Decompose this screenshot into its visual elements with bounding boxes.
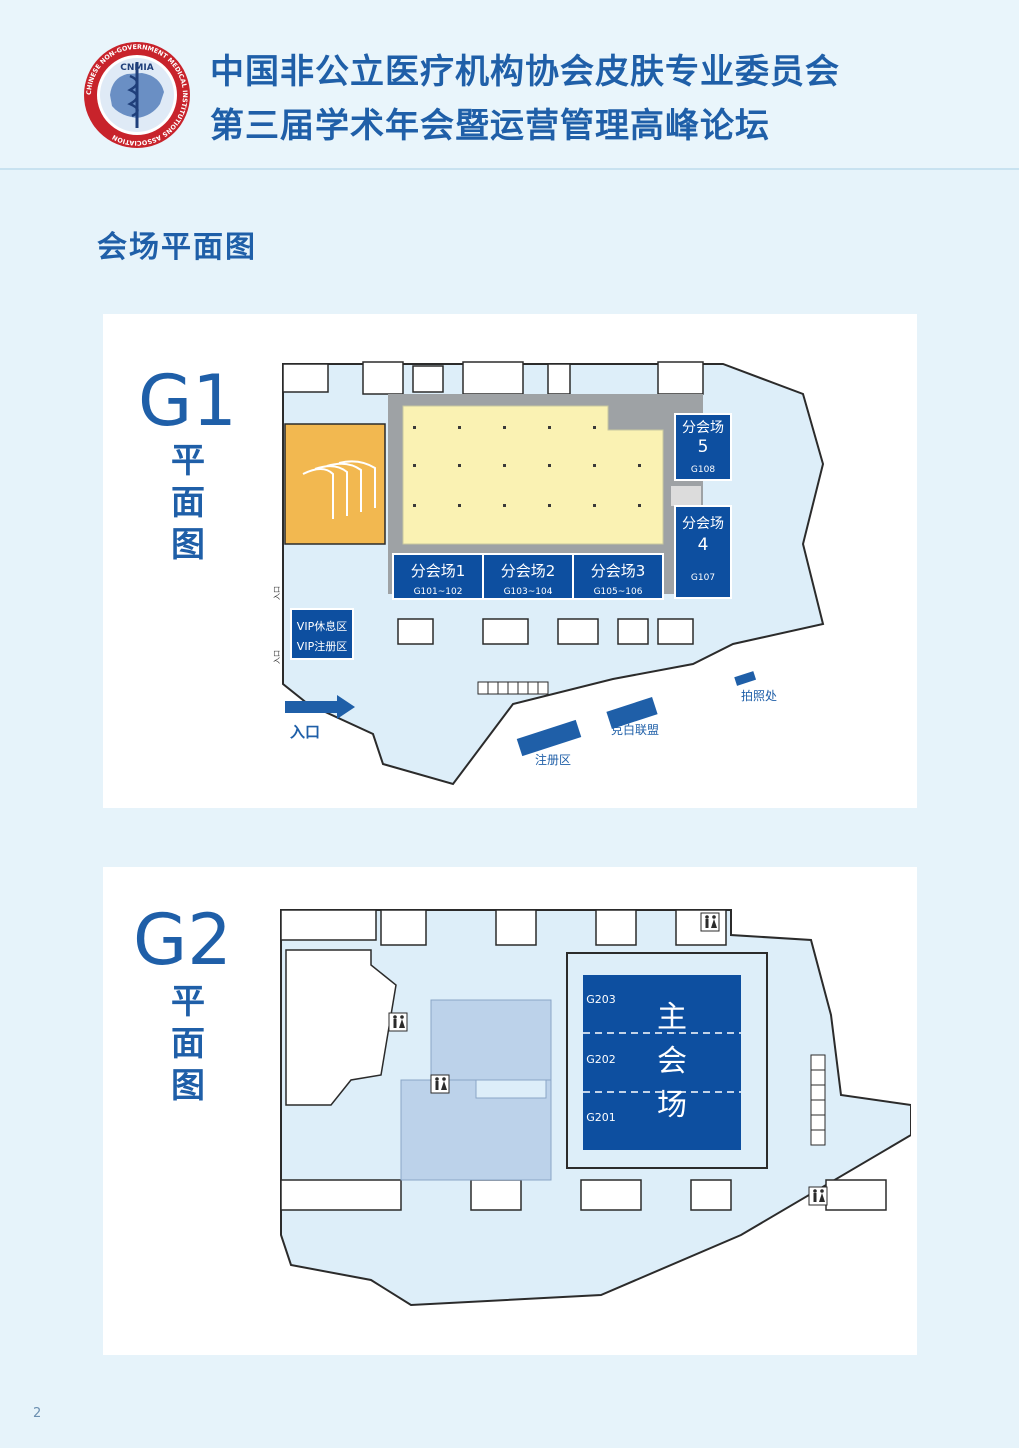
g1-room-2-code: G103~104 (504, 587, 553, 597)
g1-booth-registration (516, 719, 582, 757)
g1-service-cores (282, 361, 704, 645)
g2-escalator (810, 1054, 826, 1146)
g1-room-1: 分会场1 G101~102 (392, 553, 484, 600)
g1-booth-kebai-label: 克白联盟 (611, 722, 659, 737)
g2-main-hall (583, 975, 741, 1150)
page-number: 2 (33, 1406, 42, 1421)
g1-side-entrance-label: 入口 (273, 650, 281, 664)
g2-main-hall-frame (566, 952, 768, 1169)
g1-room-1-name: 分会场1 (411, 562, 466, 580)
header-banner: CNMIA CHINESE NON-GOVERNMENT MEDICAL INS… (0, 0, 1019, 170)
g1-pillars (413, 426, 641, 507)
g1-escalator (477, 681, 549, 695)
g2-floor-sub-char: 图 (171, 1066, 205, 1106)
g1-room-4-name: 分会场 (682, 516, 724, 532)
g2-floor-panel: G2 平 面 图 G203 G (103, 867, 917, 1355)
g1-room-4-code: G107 (691, 573, 715, 583)
g2-floor-sub-char: 平 (171, 982, 205, 1022)
g1-exhibition-hall (402, 405, 664, 545)
g1-room-3-name: 分会场3 (591, 562, 646, 580)
restroom-icon (808, 1186, 828, 1206)
g2-hall-code-g202: G202 (586, 1053, 616, 1066)
g1-vip-area: VIP休息区 VIP注册区 (290, 608, 354, 660)
g2-hall-partition (475, 1079, 547, 1099)
g1-room-1-code: G101~102 (414, 587, 463, 597)
title-line-1: 中国非公立医疗机构协会皮肤专业委员会 (210, 52, 840, 92)
g1-room-3: 分会场3 G105~106 (572, 553, 664, 600)
g1-room-5: 分会场 5 G108 (674, 413, 732, 481)
g2-hall-block-upper (430, 999, 552, 1081)
g2-left-structure (285, 949, 397, 1106)
g2-floor-sub-char: 面 (171, 1024, 205, 1064)
g1-booth-registration-label: 注册区 (535, 752, 571, 767)
section-title: 会场平面图 (97, 230, 257, 265)
g1-auditorium-seats (302, 460, 376, 519)
g1-booth-kebai (606, 697, 658, 729)
g1-room-3-code: G105~106 (594, 587, 643, 597)
g2-main-hall-char: 主 (657, 1000, 687, 1035)
g2-floor-code: G2 (133, 899, 232, 981)
g1-room-2: 分会场2 G103~104 (482, 553, 574, 600)
g1-room-5-code: G108 (691, 465, 715, 475)
g1-room-5-name: 分会场 (682, 420, 724, 436)
g1-floor-sub-char: 平 (171, 441, 205, 481)
g2-floor-plan: G203 G202 G201 主 会 场 (280, 909, 911, 1307)
g1-vip-registration: VIP注册区 (297, 639, 347, 653)
g1-floor-sub-char: 图 (171, 525, 205, 565)
g1-floor-plan: 分会场1 G101~102 分会场2 G103~104 分会场3 G105~10… (273, 361, 825, 786)
restroom-icon (700, 912, 720, 932)
logo-abbr: CNMIA (120, 63, 153, 73)
g1-room-4-num: 4 (698, 535, 709, 555)
g2-hall-code-g203: G203 (586, 993, 616, 1006)
g2-main-hall-char: 场 (657, 1088, 687, 1123)
g1-room-2-name: 分会场2 (501, 562, 556, 580)
g1-entrance-label: 入口 (290, 723, 320, 741)
g1-floor-sub: 平 面 图 (168, 440, 208, 566)
g1-auditorium (284, 423, 386, 545)
g1-floor-panel: G1 平 面 图 (103, 314, 917, 808)
g1-floor-code: G1 (138, 360, 237, 442)
g1-corridor-connector (671, 486, 701, 506)
title-line-2: 第三届学术年会暨运营管理高峰论坛 (210, 106, 770, 146)
restroom-icon (430, 1074, 450, 1094)
g1-booth-photo (734, 671, 757, 686)
g1-floor-sub-char: 面 (171, 483, 205, 523)
g1-room-5-num: 5 (698, 437, 709, 457)
g1-room-4: 分会场 4 G107 (674, 505, 732, 599)
restroom-icon (388, 1012, 408, 1032)
g1-booth-photo-label: 拍照处 (741, 688, 777, 703)
g1-vip-lounge: VIP休息区 (297, 619, 347, 633)
g1-side-entrance-label: 入口 (273, 586, 281, 600)
g2-hall-code-g201: G201 (586, 1111, 616, 1124)
g2-floor-sub: 平 面 图 (168, 981, 208, 1107)
g2-main-hall-char: 会 (657, 1044, 687, 1079)
g1-entrance-arrow-icon (285, 695, 355, 719)
cnmia-logo: CNMIA CHINESE NON-GOVERNMENT MEDICAL INS… (84, 42, 190, 148)
